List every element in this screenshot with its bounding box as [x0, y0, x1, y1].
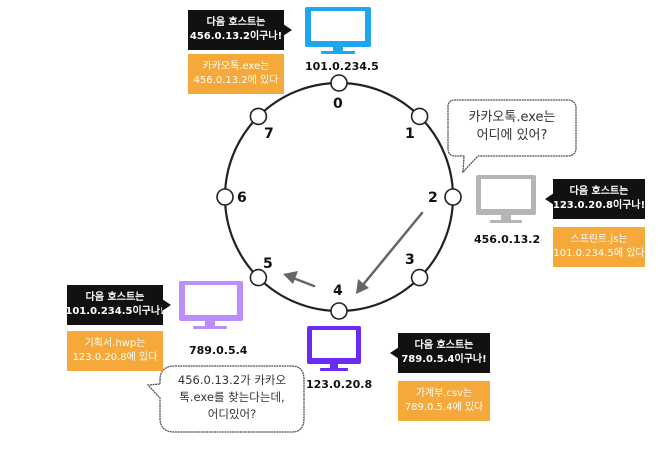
right-file-line1: 스프린트.js는 [570, 234, 628, 245]
node-label-0: 0 [333, 96, 343, 112]
left-file-line1: 기획서.hwp는 [84, 338, 146, 349]
top-file-line1: 카카오톡.exe는 [202, 61, 270, 72]
query-line2: 어디에 있어? [476, 128, 548, 143]
monitor-left-icon [179, 281, 243, 329]
bottom-file-line2: 789.0.5.4에 있다 [404, 402, 484, 413]
top-file-line2: 456.0.13.2에 있다 [193, 75, 279, 86]
ring-node-5 [249, 268, 268, 287]
top-next-host-line1: 다음 호스트는 [206, 17, 266, 28]
right-host-ip: 456.0.13.2 [474, 233, 541, 246]
node-label-5: 5 [263, 256, 273, 272]
left-next-host-line1: 다음 호스트는 [85, 292, 145, 303]
node-label-2: 2 [428, 190, 438, 206]
bottom-host-ip: 123.0.20.8 [306, 378, 373, 391]
ring-node-0 [330, 74, 348, 92]
bottom-next-host-line2: 789.0.5.4이구나! [401, 354, 487, 365]
ring-node-3 [410, 268, 429, 287]
query-bubble [447, 99, 577, 174]
node-label-7: 7 [264, 126, 274, 142]
search-line2: 톡.exe를 찾는다는데, [179, 390, 285, 404]
bottom-file-line1: 가계부.csv는 [415, 388, 473, 399]
right-file-note: 스프린트.js는 101.0.234.5에 있다 [553, 227, 645, 267]
ring-node-2 [444, 188, 462, 206]
right-next-host-line1: 다음 호스트는 [569, 186, 629, 197]
right-next-host-line2: 123.0.20.8이구나! [552, 200, 646, 211]
query-bubble-text: 카카오톡.exe는 어디에 있어? [448, 109, 576, 145]
ring-node-4 [330, 302, 348, 320]
monitor-right-icon [476, 175, 536, 223]
left-file-note: 기획서.hwp는 123.0.20.8에 있다 [67, 331, 163, 371]
query-line1: 카카오톡.exe는 [468, 110, 556, 125]
top-next-host-note: 다음 호스트는 456.0.13.2이구나! [188, 10, 292, 50]
left-host-ip: 789.0.5.4 [189, 344, 248, 357]
right-file-line2: 101.0.234.5에 있다 [553, 248, 645, 259]
left-next-host-note: 다음 호스트는 101.0.234.5이구나! [65, 285, 171, 325]
bottom-next-host-line1: 다음 호스트는 [414, 340, 474, 351]
top-file-note: 카카오톡.exe는 456.0.13.2에 있다 [188, 54, 284, 94]
top-host-ip: 101.0.234.5 [305, 60, 379, 73]
bottom-next-host-note: 다음 호스트는 789.0.5.4이구나! [390, 333, 490, 373]
monitor-top-icon [305, 7, 371, 54]
ring-nodes [216, 74, 462, 320]
search-bubble-text: 456.0.13.2가 카카오 톡.exe를 찾는다는데, 어디있어? [160, 372, 304, 423]
right-next-host-note: 다음 호스트는 123.0.20.8이구나! [545, 179, 646, 219]
node-label-3: 3 [405, 252, 415, 268]
bottom-file-note: 가계부.csv는 789.0.5.4에 있다 [398, 381, 490, 421]
ring-node-7 [249, 107, 268, 126]
node-label-6: 6 [237, 190, 247, 206]
arrow-4-to-5 [283, 271, 316, 288]
monitor-bottom-icon [307, 326, 361, 371]
node-label-1: 1 [405, 126, 415, 142]
search-line1: 456.0.13.2가 카카오 [177, 373, 287, 387]
top-next-host-line2: 456.0.13.2이구나! [189, 31, 283, 42]
node-label-4: 4 [333, 283, 343, 299]
ring-node-1 [410, 107, 429, 126]
left-file-line2: 123.0.20.8에 있다 [72, 352, 158, 363]
left-next-host-line2: 101.0.234.5이구나! [65, 306, 165, 317]
ring-node-6 [216, 188, 234, 206]
search-bubble [146, 365, 305, 433]
arrow-2-to-4 [356, 211, 424, 294]
search-line3: 어디있어? [207, 407, 257, 421]
